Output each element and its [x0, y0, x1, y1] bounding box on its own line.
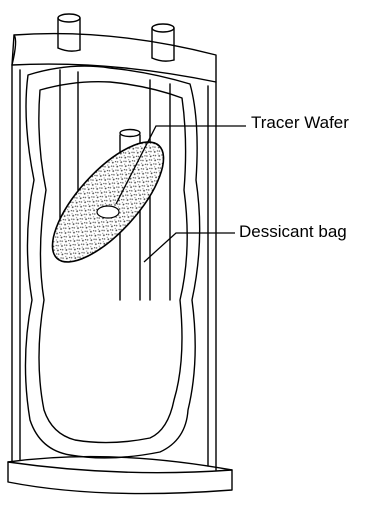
tracer-wafer-highlight [97, 206, 119, 218]
tracer-wafer [35, 125, 181, 278]
canister-base-top [8, 457, 232, 470]
dessicant-bag-label: Dessicant bag [239, 223, 347, 240]
tracer-wafer-label: Tracer Wafer [251, 114, 349, 131]
canister-lid [12, 34, 216, 82]
lid-post-left [58, 14, 80, 51]
leader-line-dessicant-bag [144, 233, 235, 262]
canister-base [8, 462, 232, 494]
dessicant-bag-outline-inner [39, 82, 187, 443]
tube-center-top [120, 130, 140, 137]
